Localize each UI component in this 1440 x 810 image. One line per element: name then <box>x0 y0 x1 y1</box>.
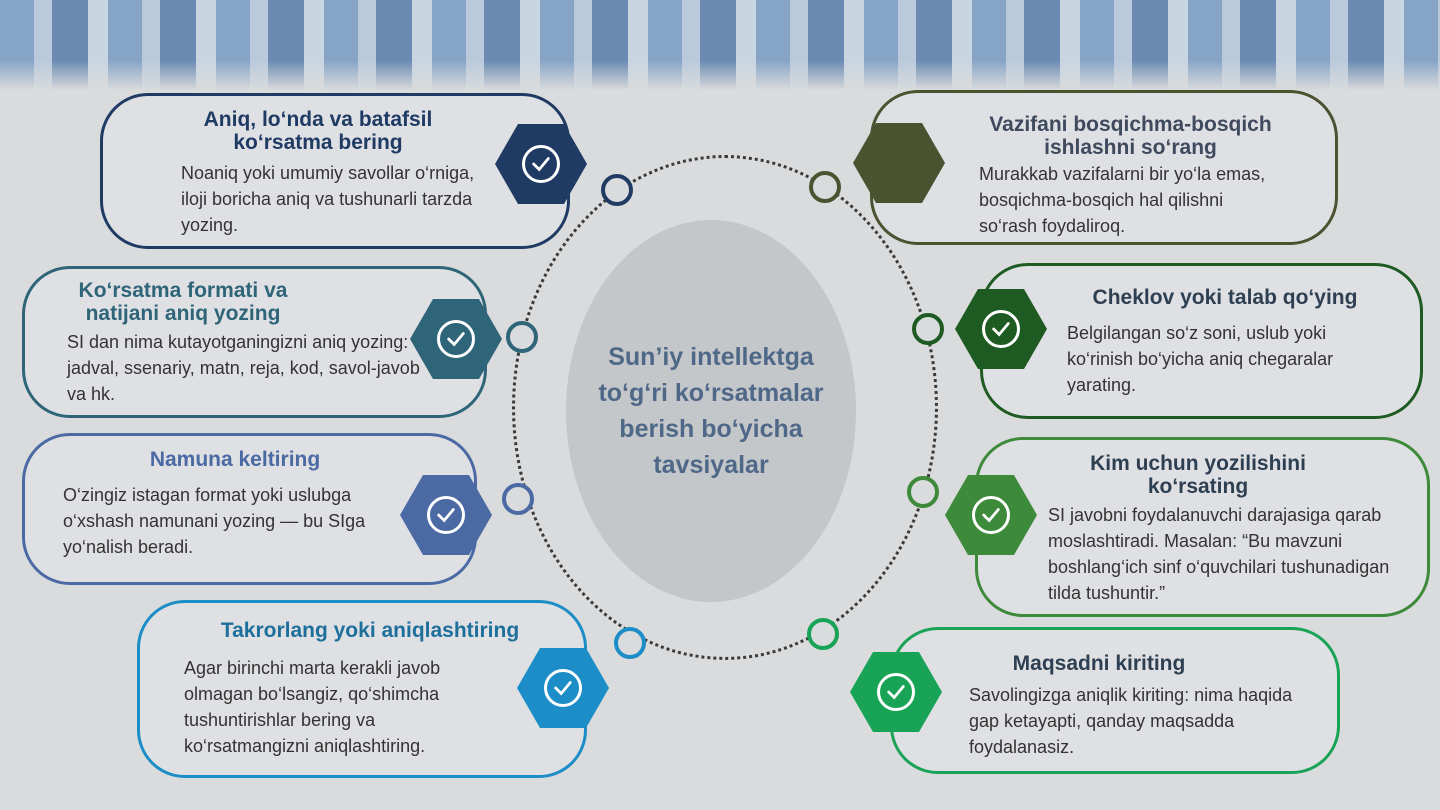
checkmark-icon <box>982 310 1020 348</box>
ring-node-6 <box>912 313 944 345</box>
tip-card-6-body: Belgilangan so‘z soni, uslub yoki ko‘rin… <box>1067 323 1334 396</box>
tip-card-1-title: Aniq, lo‘nda va batafsil ko‘rsatma berin… <box>203 108 433 155</box>
tip-card-8: Maqsadni kiriting Savolingizga aniqlik k… <box>890 627 1340 774</box>
tip-card-3-body: O‘zingiz istagan format yoki uslubga o‘x… <box>63 485 366 558</box>
tip-card-5-body: Murakkab vazifalarni bir yo‘la emas, bos… <box>979 164 1266 237</box>
checkmark-icon <box>427 496 465 534</box>
ring-node-8 <box>807 618 839 650</box>
tip-card-6-title: Cheklov yoki talab qo‘ying <box>1092 286 1358 309</box>
center-hub: Sun’iy intellektga to‘g‘ri ko‘rsatmalar … <box>566 220 856 602</box>
tip-card-8-body: Savolingizga aniqlik kiriting: nima haqi… <box>969 685 1293 758</box>
tip-card-4: Takrorlang yoki aniqlashtiring Agar biri… <box>137 600 587 778</box>
dotted-ring <box>512 155 938 660</box>
tip-card-3-title: Namuna keltiring <box>149 448 321 471</box>
ring-node-5 <box>809 171 841 203</box>
tip-card-7: Kim uchun yozilishini ko‘rsating SI javo… <box>975 437 1430 617</box>
checkmark-icon <box>437 320 475 358</box>
ring-node-1 <box>601 174 633 206</box>
ring-node-3 <box>502 483 534 515</box>
tip-card-5-title: Vazifani bosqichma-bosqich ishlashni so‘… <box>989 113 1272 160</box>
checkmark-icon <box>544 669 582 707</box>
decorative-pattern-banner <box>0 0 1440 90</box>
tip-card-1: Aniq, lo‘nda va batafsil ko‘rsatma berin… <box>100 93 570 249</box>
ring-node-7 <box>907 476 939 508</box>
tip-card-8-title: Maqsadni kiriting <box>1012 652 1186 675</box>
tip-card-2-body: SI dan nima kutayotganingizni aniq yozin… <box>67 332 420 405</box>
tip-card-2-title: Ko‘rsatma formati va natijani aniq yozin… <box>78 279 288 326</box>
tip-card-6: Cheklov yoki talab qo‘ying Belgilangan s… <box>980 263 1423 419</box>
tip-card-7-body: SI javobni foydalanuvchi darajasiga qara… <box>1048 505 1390 604</box>
tip-card-5: Vazifani bosqichma-bosqich ishlashni so‘… <box>870 90 1338 245</box>
tip-card-4-title: Takrorlang yoki aniqlashtiring <box>220 619 520 642</box>
center-title: Sun’iy intellektga to‘g‘ri ko‘rsatmalar … <box>598 342 824 480</box>
tip-card-3: Namuna keltiring O‘zingiz istagan format… <box>22 433 477 585</box>
checkmark-icon <box>877 673 915 711</box>
tip-card-7-title: Kim uchun yozilishini ko‘rsating <box>1090 452 1306 499</box>
checkmark-icon <box>972 496 1010 534</box>
check-badge-2 <box>410 299 502 379</box>
tip-card-4-body: Agar birinchi marta kerakli javob olmaga… <box>184 658 441 757</box>
ring-node-4 <box>614 627 646 659</box>
checkmark-icon <box>522 145 560 183</box>
tip-card-1-body: Noaniq yoki umumiy savollar o‘rniga, ilo… <box>181 163 475 236</box>
ring-node-2 <box>506 321 538 353</box>
